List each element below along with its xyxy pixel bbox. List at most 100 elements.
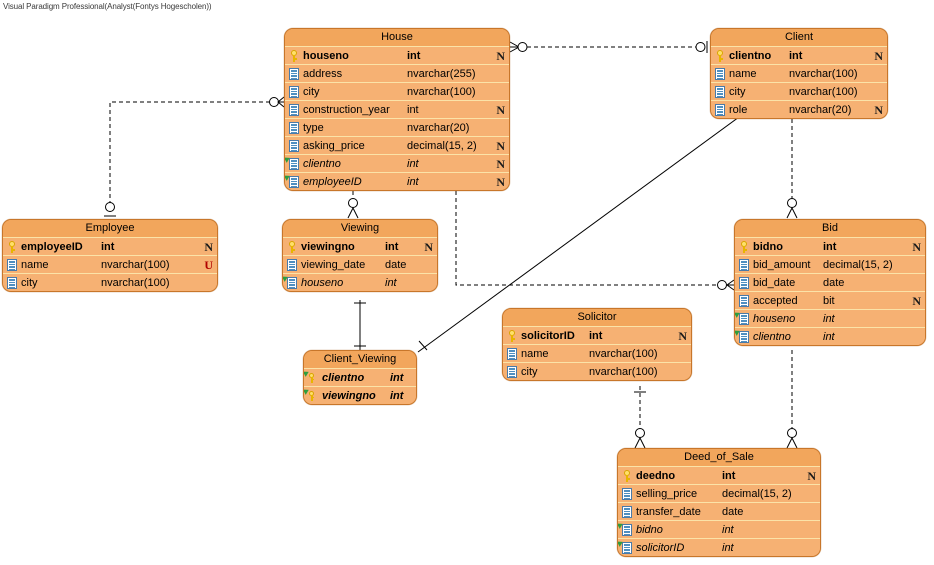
- column-type: int: [823, 330, 835, 343]
- foreign-key-icon: [735, 327, 753, 346]
- column-name: asking_price: [303, 139, 365, 152]
- column-type: int: [722, 469, 736, 482]
- nullable-flag: N: [912, 240, 921, 254]
- column-type: int: [385, 240, 399, 253]
- column-icon: [503, 363, 521, 381]
- entity-title-deed_of_sale: Deed_of_Sale: [618, 449, 820, 466]
- column-name: name: [21, 258, 49, 271]
- column-type: nvarchar(100): [407, 85, 476, 98]
- nullable-flag: N: [678, 329, 687, 343]
- column-icon: [3, 256, 21, 274]
- column-name: bidno: [753, 240, 783, 253]
- column-type: date: [722, 505, 744, 518]
- column-type: int: [390, 371, 404, 384]
- column-type: nvarchar(100): [789, 67, 858, 80]
- column-name: address: [303, 67, 343, 80]
- primary-key-icon: [735, 238, 753, 256]
- column-name: houseno: [303, 49, 349, 62]
- column-row[interactable]: houseno int: [735, 309, 925, 327]
- column-name: clientno: [303, 157, 341, 170]
- column-icon: [711, 101, 729, 119]
- column-type: int: [101, 240, 115, 253]
- primary-key-icon: [711, 47, 729, 65]
- column-name: bid_amount: [753, 258, 811, 271]
- nullable-flag: N: [496, 49, 505, 63]
- column-icon: [735, 274, 753, 292]
- column-icon: [285, 137, 303, 155]
- foreign-key-icon: [283, 273, 301, 292]
- column-icon: [285, 119, 303, 137]
- column-type: int: [823, 312, 835, 325]
- nullable-flag: N: [496, 139, 505, 153]
- primary-key-icon: [283, 238, 301, 256]
- foreign-key-icon: [735, 309, 753, 328]
- column-name: name: [729, 67, 757, 80]
- nullable-flag: N: [496, 175, 505, 189]
- column-icon: [618, 503, 636, 521]
- foreign-key-icon: [285, 154, 303, 173]
- column-name: role: [729, 103, 748, 116]
- column-type: int: [823, 240, 837, 253]
- column-name: houseno: [753, 312, 796, 325]
- column-type: int: [407, 103, 419, 116]
- nullable-flag: N: [496, 103, 505, 117]
- primary-key-icon: [503, 327, 521, 345]
- edge-house-bid: [455, 170, 718, 286]
- nullable-flag: N: [874, 49, 883, 63]
- primary-foreign-key-icon: [304, 386, 322, 405]
- column-type: int: [390, 389, 404, 402]
- column-row[interactable]: name nvarchar(100): [711, 64, 887, 82]
- column-icon: [735, 292, 753, 310]
- column-icon: [618, 485, 636, 503]
- entity-title-house: House: [285, 29, 509, 46]
- nullable-flag: N: [204, 240, 213, 254]
- column-type: int: [722, 541, 734, 554]
- column-icon: [711, 83, 729, 101]
- foreign-key-icon: [618, 520, 636, 539]
- column-type: decimal(15, 2): [722, 487, 792, 500]
- unique-flag: U: [204, 258, 213, 272]
- column-row[interactable]: bidno int N: [735, 237, 925, 255]
